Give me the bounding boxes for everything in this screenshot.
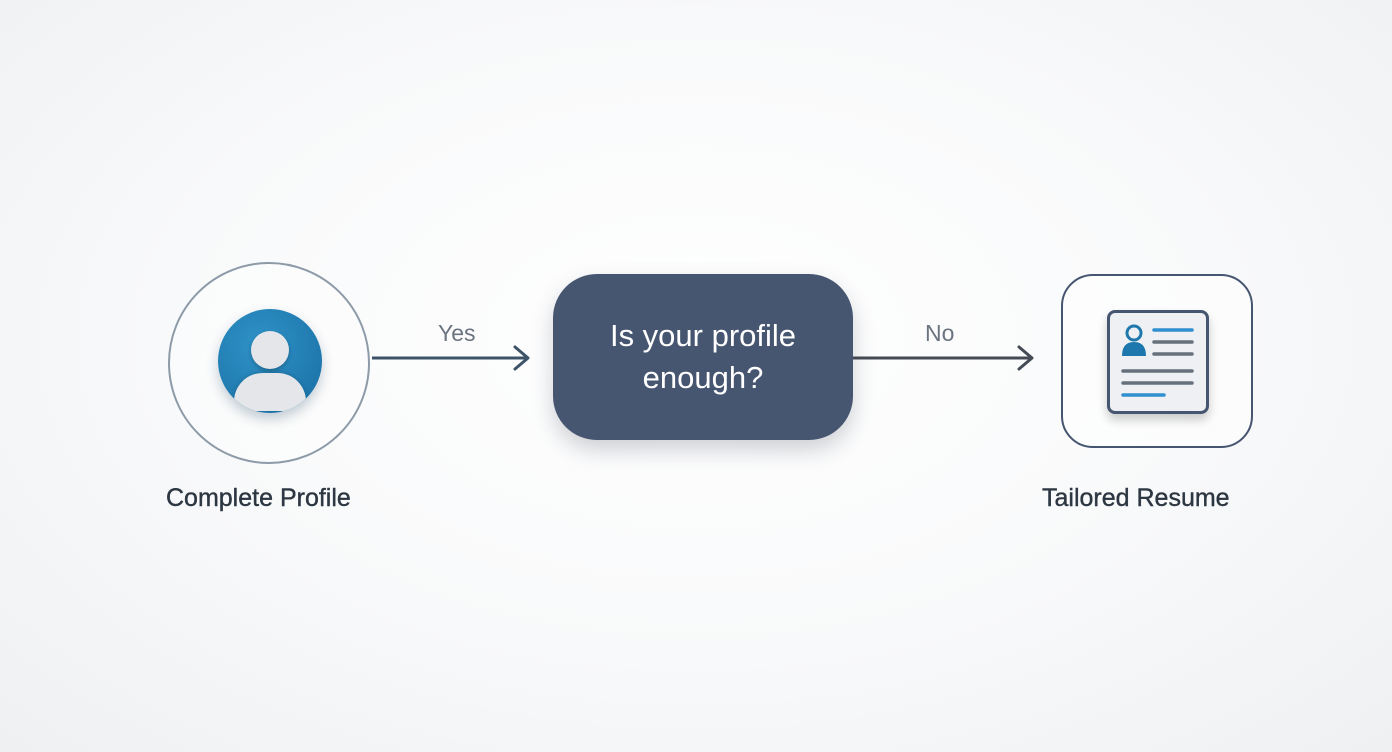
resume-document-icon [1107, 310, 1209, 414]
avatar-body [234, 373, 306, 411]
avatar-head [251, 331, 289, 369]
user-avatar-icon [218, 309, 322, 413]
yes-arrow [372, 345, 530, 371]
complete-profile-label: Complete Profile [166, 484, 351, 512]
decision-node: Is your profile enough? [553, 274, 853, 440]
yes-edge-label: Yes [438, 320, 476, 346]
tailored-resume-node [1061, 274, 1253, 448]
no-arrow [853, 345, 1034, 371]
tailored-resume-label: Tailored Resume [1042, 484, 1230, 512]
decision-question: Is your profile enough? [609, 318, 797, 395]
complete-profile-node [168, 262, 370, 464]
no-edge-label: No [925, 320, 955, 346]
resume-document-graphic [1121, 324, 1194, 397]
